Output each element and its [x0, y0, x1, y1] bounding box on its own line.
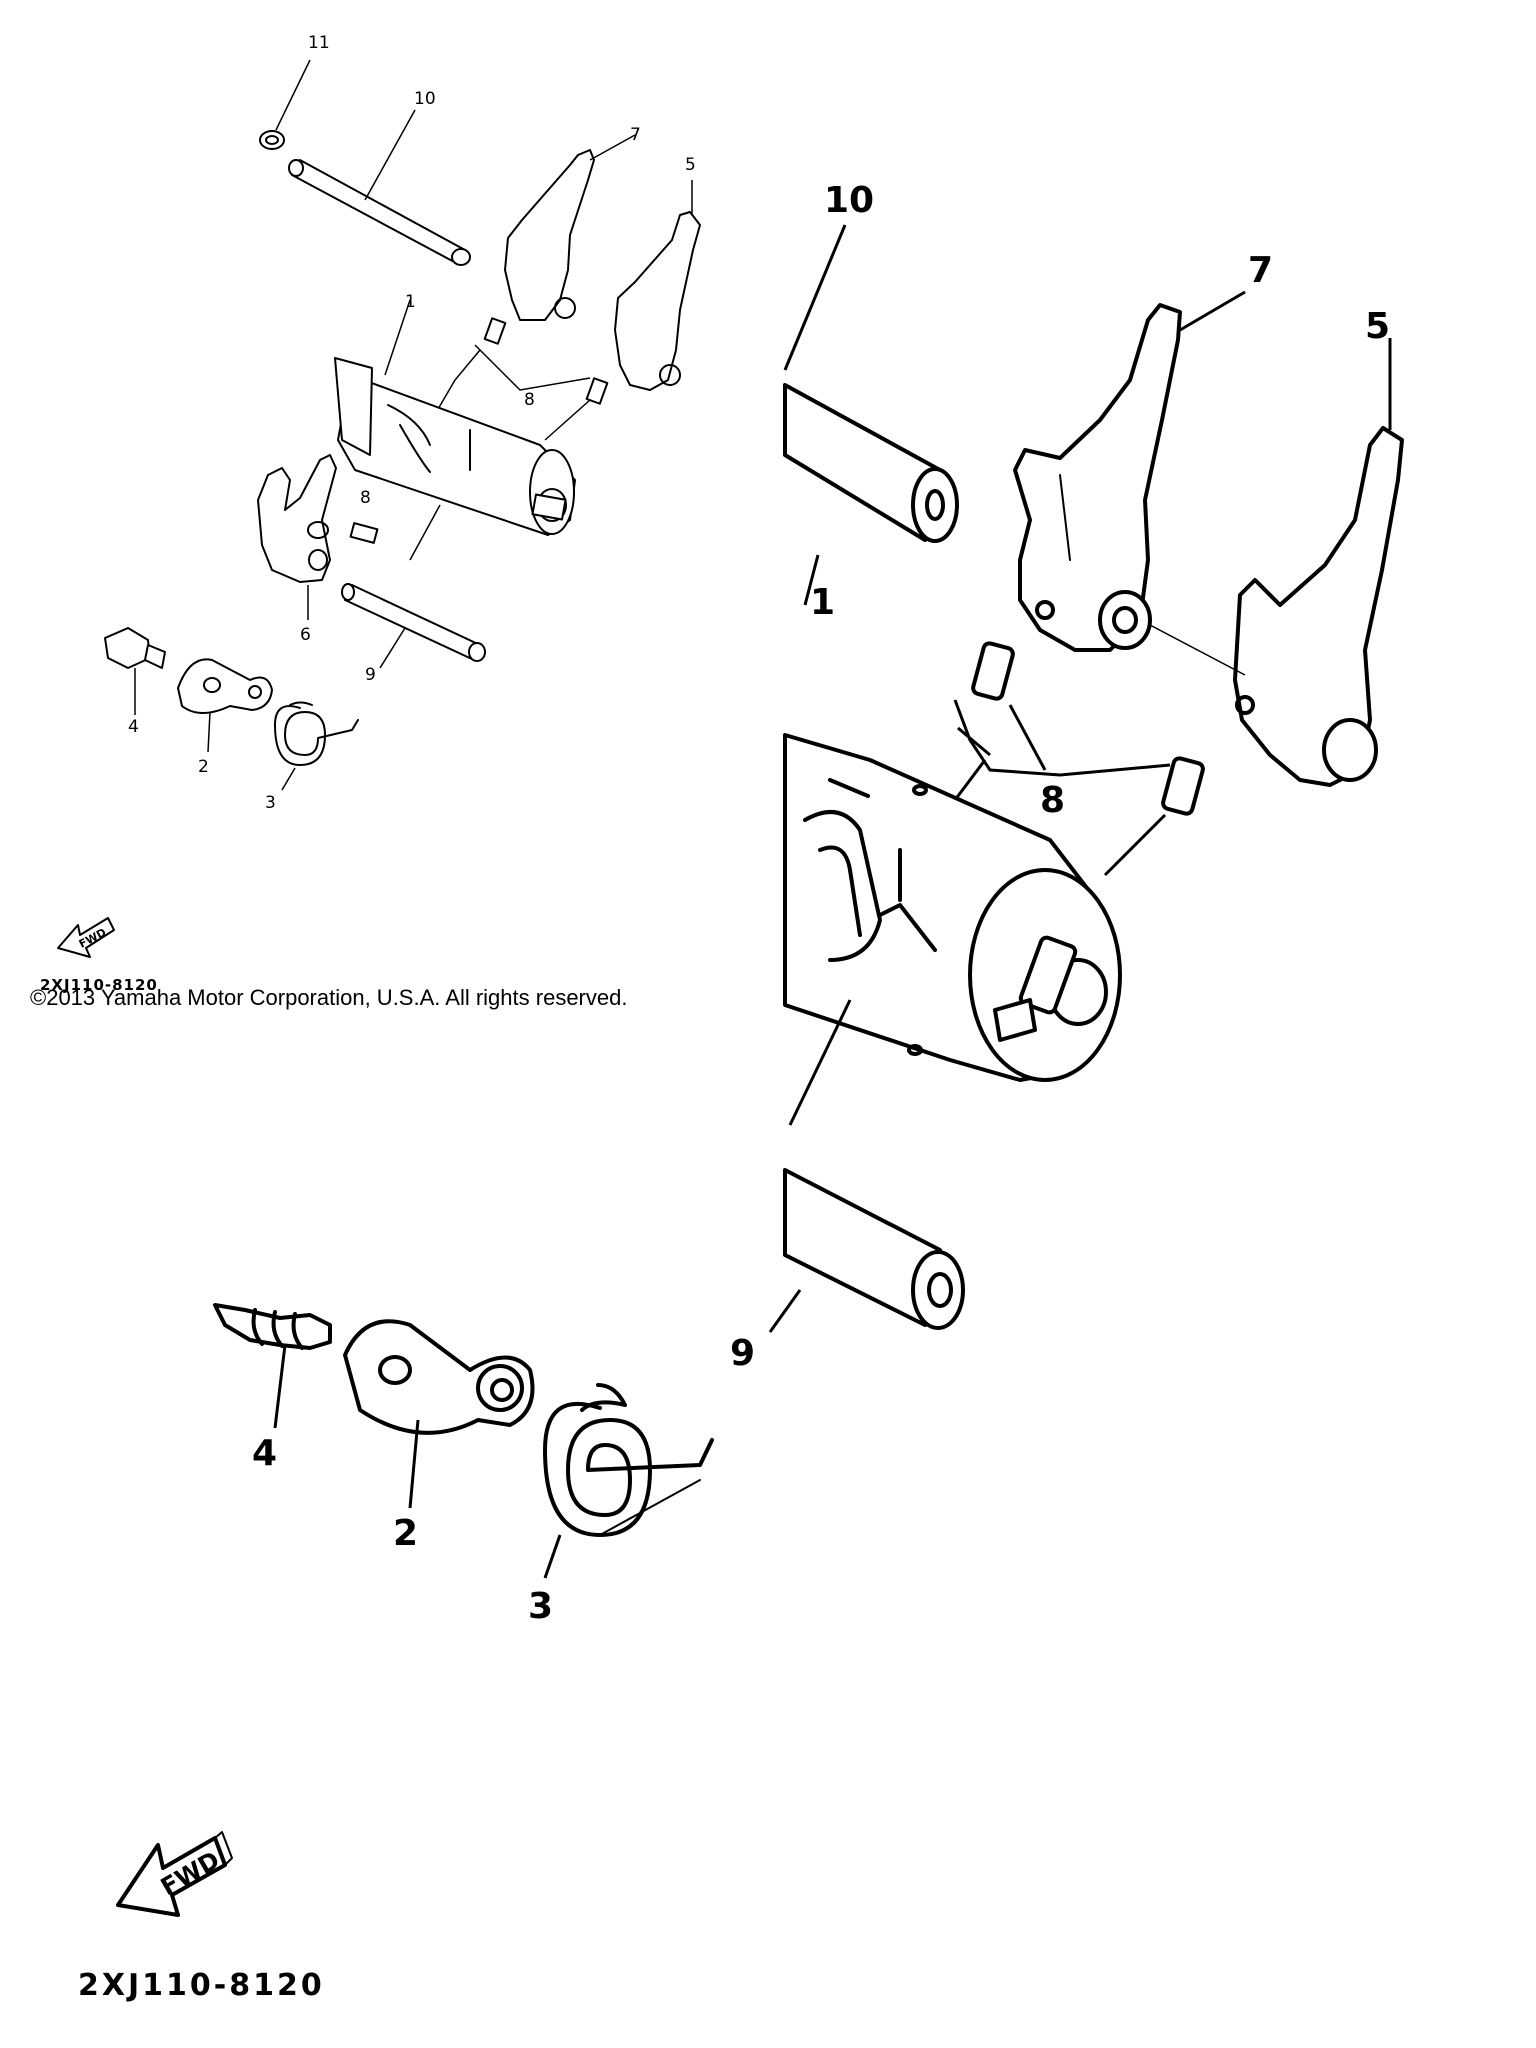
callout-label: 2 [393, 1513, 418, 1554]
torsion-spring-part [274, 701, 359, 766]
callout-label: 5 [1365, 306, 1390, 347]
shift-fork-shaft-part [288, 159, 471, 266]
callout-label: 4 [252, 1433, 277, 1474]
callout-label: 8 [360, 488, 371, 508]
callout-label: 4 [128, 717, 139, 737]
shift-fork-6-part [257, 454, 337, 583]
shift-fork-7-part [1013, 303, 1182, 652]
callout-label: 5 [685, 155, 696, 175]
shift-drum-part [783, 733, 1122, 1082]
shift-drum-shaft-part [783, 1168, 965, 1330]
shift-drum-part [334, 357, 576, 536]
callout-label: 2 [198, 757, 209, 777]
callout-label: 9 [365, 665, 376, 685]
callout-label: 7 [630, 125, 641, 145]
shift-fork-7-part [504, 134, 636, 321]
callout-label: 6 [300, 625, 311, 645]
stopper-lever-part [343, 1319, 535, 1435]
guide-pin-part [349, 317, 609, 544]
callout-label: 3 [265, 793, 276, 813]
bolt-part [104, 627, 166, 669]
guide-pin-part [971, 641, 1205, 816]
stopper-lever-part [177, 658, 273, 714]
part-code: 2XJ110-8120 [40, 976, 158, 994]
shift-fork-5-part [1233, 426, 1404, 787]
part-code: 2XJ110-8120 [78, 1968, 325, 2003]
callout-label: 7 [1248, 250, 1273, 291]
callout-label: 9 [730, 1333, 755, 1374]
callout-label: 1 [810, 582, 835, 623]
svg-text:FWD: FWD [77, 926, 109, 951]
callout-label: 11 [308, 33, 330, 53]
callout-label: 10 [824, 180, 874, 221]
callout-label: 1 [405, 292, 416, 312]
bolt-part [213, 1303, 332, 1350]
fwd-arrow-icon: FWD [57, 917, 115, 958]
shift-drum-shaft-part [341, 583, 486, 662]
small-overview: 11 10 7 5 1 8 8 6 9 4 2 3 FWD 2XJ110-812… [40, 33, 701, 994]
shift-fork-5-part [614, 180, 701, 391]
circlip-part [259, 130, 285, 150]
callout-label: 8 [1040, 780, 1065, 821]
callout-label: 8 [524, 390, 535, 410]
callout-label: 10 [414, 89, 436, 109]
large-view: 10 7 5 1 8 9 4 2 3 FWD 2XJ110-8120 [78, 180, 1404, 2003]
copyright-notice: ©2013 Yamaha Motor Corporation, U.S.A. A… [30, 985, 627, 1010]
fwd-arrow-icon: FWD [116, 1831, 233, 1917]
callout-label: 3 [528, 1586, 553, 1627]
torsion-spring-part [543, 1383, 714, 1537]
shift-fork-shaft-part [783, 383, 959, 543]
